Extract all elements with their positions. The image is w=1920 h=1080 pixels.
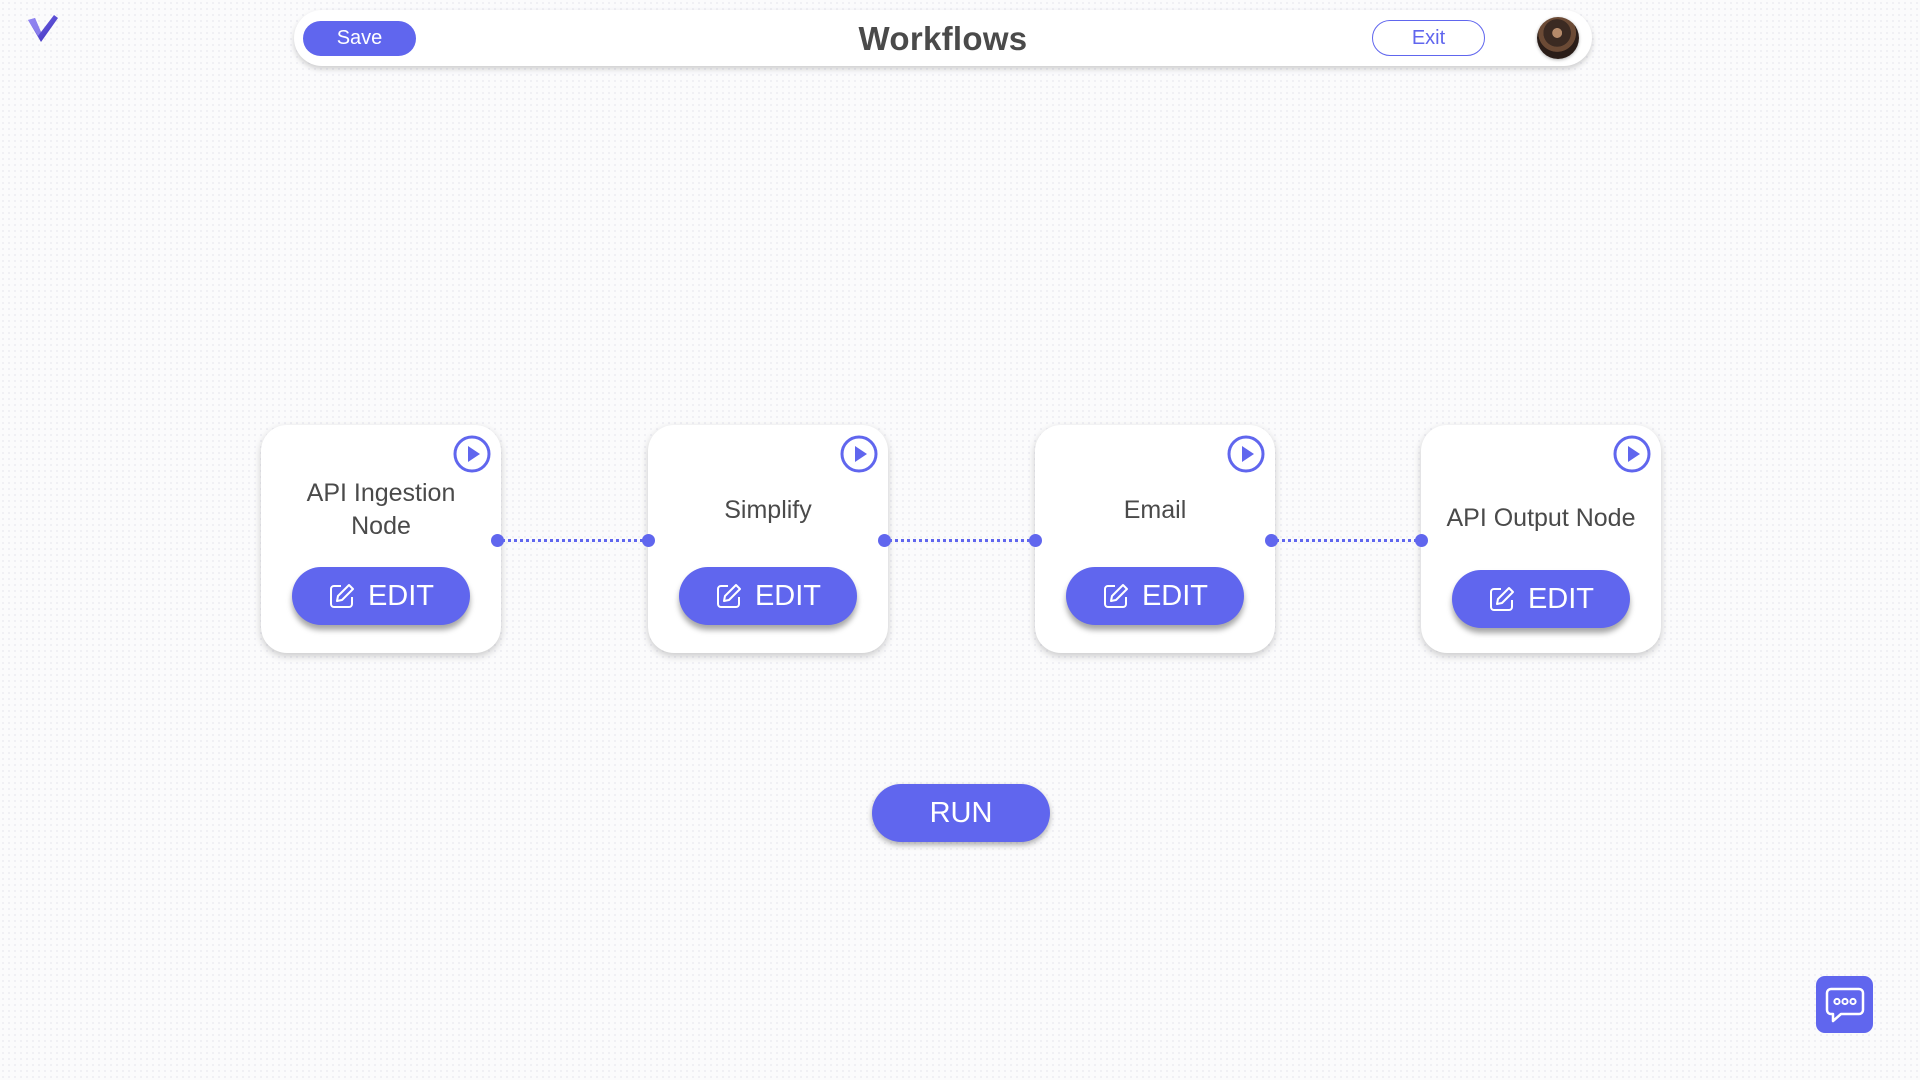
edit-node-button[interactable]: EDIT (1066, 567, 1244, 625)
top-header-bar: Save Workflows Exit (294, 10, 1592, 66)
run-button[interactable]: RUN (872, 784, 1050, 842)
edit-pencil-icon (1103, 584, 1128, 608)
node-label: Email (1123, 495, 1187, 524)
play-circle-icon[interactable] (1613, 435, 1651, 473)
play-circle-icon[interactable] (1227, 435, 1265, 473)
save-button[interactable]: Save (303, 21, 416, 56)
exit-button[interactable]: Exit (1372, 20, 1485, 56)
input-port[interactable] (1415, 534, 1428, 547)
edit-label: EDIT (1527, 582, 1595, 615)
edit-node-button[interactable]: EDIT (1452, 570, 1630, 628)
workflow-node-api-output: API Output Node EDIT (1421, 425, 1661, 653)
chat-bubble-icon (1825, 987, 1864, 1022)
node-label: API Output Node (1446, 503, 1636, 532)
edit-label: EDIT (754, 579, 822, 612)
connector-3-4[interactable] (1265, 534, 1428, 547)
edit-label: EDIT (1141, 579, 1209, 612)
chat-button[interactable] (1816, 976, 1873, 1033)
node-label: Simplify (724, 495, 812, 524)
connector-line (497, 539, 649, 542)
workflow-node-email: Email EDIT (1035, 425, 1275, 653)
node-label: API Ingestion Node (306, 479, 456, 540)
connector-1-2[interactable] (491, 534, 655, 547)
input-port[interactable] (1029, 534, 1042, 547)
connector-2-3[interactable] (878, 534, 1042, 547)
user-avatar[interactable] (1537, 17, 1579, 59)
connector-line (1271, 539, 1422, 542)
edit-node-button[interactable]: EDIT (679, 567, 857, 625)
connector-line (884, 539, 1036, 542)
edit-pencil-icon (329, 584, 354, 608)
workflow-node-simplify: Simplify EDIT (648, 425, 888, 653)
edit-label: EDIT (367, 579, 435, 612)
input-port[interactable] (642, 534, 655, 547)
v-check-logo-icon[interactable] (26, 14, 60, 44)
edit-pencil-icon (1489, 587, 1514, 611)
workflow-node-api-ingestion: API Ingestion Node EDIT (261, 425, 501, 653)
edit-node-button[interactable]: EDIT (292, 567, 470, 625)
edit-pencil-icon (716, 584, 741, 608)
play-circle-icon[interactable] (453, 435, 491, 473)
play-circle-icon[interactable] (840, 435, 878, 473)
